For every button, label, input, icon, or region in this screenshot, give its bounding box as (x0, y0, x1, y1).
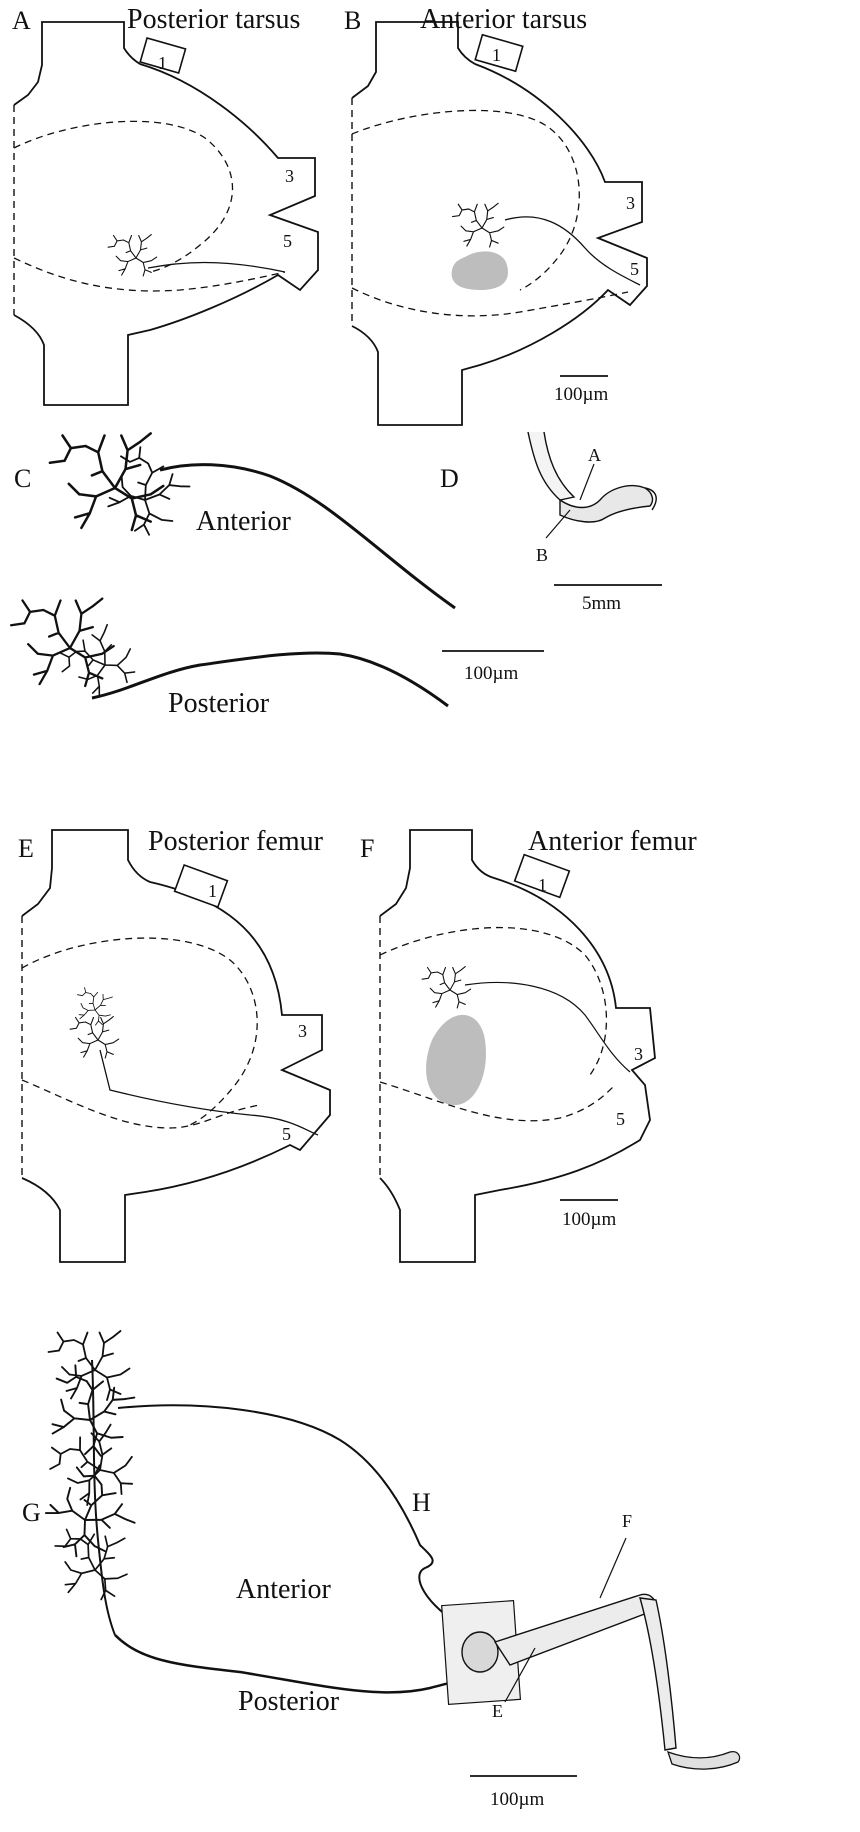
neuropil-upper-boundary-a (14, 121, 233, 272)
panel-a-region-1: 1 (158, 54, 167, 72)
panel-g-letter: G (22, 1500, 41, 1526)
neuropil-lower-boundary-e (22, 1080, 260, 1128)
panel-f-letter: F (360, 836, 374, 862)
panel-h-pointer-e: E (492, 1702, 503, 1720)
neuropil-lower-boundary-b (352, 288, 628, 316)
arbor-g-4 (32, 1456, 139, 1568)
neuron-arbor-e (70, 1017, 119, 1058)
panel-f-region-1: 1 (538, 876, 547, 894)
posterior-axon-c (92, 653, 448, 706)
pointer-line-b-d (546, 510, 570, 538)
ganglion-outline-f (380, 830, 655, 1262)
neuron-arbor-e-2 (70, 985, 117, 1028)
neuron-axon-e (100, 1050, 318, 1135)
neuropil-upper-boundary-f (380, 928, 606, 1075)
panel-e-region-3: 3 (298, 1022, 307, 1040)
arbor-g-1 (49, 1331, 130, 1400)
panel-h (442, 1538, 740, 1769)
coxa-h (462, 1632, 498, 1672)
panel-h-letter: H (412, 1490, 431, 1516)
neuron-axon-a (148, 263, 285, 273)
anterior-arbor-c (50, 433, 163, 530)
panel-a-letter: A (12, 8, 31, 34)
panel-d-letter: D (440, 466, 459, 492)
soma-b (452, 251, 508, 290)
panel-d-pointer-a: A (588, 446, 601, 464)
panel-a-region-3: 3 (285, 167, 294, 185)
panel-d-scale-label: 5mm (582, 594, 621, 613)
panel-b-letter: B (344, 8, 361, 34)
panel-f (380, 830, 655, 1262)
soma-f (426, 1015, 486, 1105)
region-1-tab-e (175, 865, 228, 907)
posterior-axon-g (115, 1635, 490, 1692)
neuron-arbor-b (453, 203, 504, 247)
ganglion-outline-a (14, 22, 318, 405)
panel-b-region-3: 3 (626, 194, 635, 212)
panel-d-pointer-b: B (536, 546, 548, 564)
panel-e-letter: E (18, 836, 34, 862)
panel-b-scale-label: 100µm (554, 385, 608, 404)
panel-f-title: Anterior femur (528, 828, 697, 856)
panel-b (352, 22, 647, 425)
neuropil-lower-boundary-f (380, 1082, 615, 1121)
panel-c-scale-label: 100µm (464, 664, 518, 683)
panel-f-region-5: 5 (616, 1110, 625, 1128)
pointer-line-a-d (580, 464, 594, 500)
panel-g-posterior-label: Posterior (238, 1688, 339, 1716)
posterior-arbor-c-2 (53, 621, 144, 708)
panel-g-anterior-label: Anterior (236, 1576, 331, 1604)
femur-h (495, 1594, 656, 1665)
panel-e (22, 830, 330, 1262)
neuron-axon-b (505, 217, 640, 285)
panel-a-region-5: 5 (283, 232, 292, 250)
ganglion-outline-e (22, 830, 330, 1262)
arbor-g-5 (47, 1527, 133, 1604)
panel-b-region-5: 5 (630, 260, 639, 278)
tarsus-h (668, 1752, 740, 1769)
neuron-arbor-a (108, 235, 157, 276)
panel-a-title: Posterior tarsus (127, 6, 300, 34)
neuron-axon-f (465, 983, 630, 1072)
panel-h-pointer-f: F (622, 1512, 632, 1530)
tibia-h (640, 1598, 676, 1750)
panel-c-letter: C (14, 466, 31, 492)
leg-tibia-d (528, 432, 574, 500)
panel-e-title: Posterior femur (148, 828, 323, 856)
arbor-g-2 (31, 1359, 143, 1466)
pointer-line-f-h (600, 1538, 626, 1598)
neuron-arbor-f (422, 967, 471, 1008)
panel-b-region-1: 1 (492, 46, 501, 64)
panel-c-anterior-label: Anterior (196, 508, 291, 536)
panel-f-region-3: 3 (634, 1045, 643, 1063)
panel-f-scale-label: 100µm (562, 1210, 616, 1229)
ganglion-outline-b (352, 22, 647, 425)
neuropil-lower-boundary-a (14, 258, 285, 291)
panel-b-title: Anterior tarsus (420, 6, 587, 34)
panel-e-region-1: 1 (208, 882, 217, 900)
panel-a (14, 22, 318, 405)
panel-c-posterior-label: Posterior (168, 690, 269, 718)
leg-tarsus-d (560, 486, 652, 522)
panel-e-region-5: 5 (282, 1125, 291, 1143)
panel-g-scale-label: 100µm (490, 1790, 544, 1809)
